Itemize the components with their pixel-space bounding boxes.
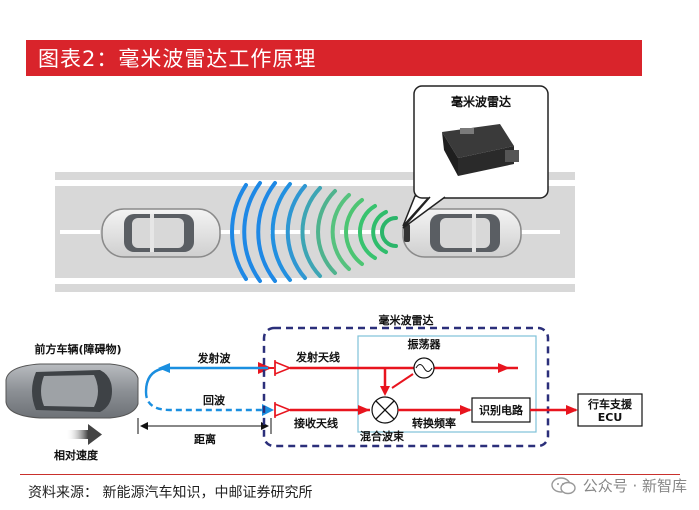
page-title: 图表2：毫米波雷达工作原理 <box>38 47 317 71</box>
transmit-wave-label: 发射波 <box>197 351 232 365</box>
relative-speed-label: 相对速度 <box>54 448 99 462</box>
source-note: 资料来源： 新能源汽车知识，中邮证券研究所 <box>28 485 313 501</box>
radar-system-label: 毫米波雷达 <box>379 313 434 327</box>
lane-line-top <box>55 180 575 186</box>
wechat-icon <box>550 476 576 494</box>
road-scene: 毫米波雷达 <box>55 85 575 292</box>
transmit-wave-blue <box>144 366 268 393</box>
lane-line-bottom <box>55 278 575 284</box>
radar-system-box <box>262 326 550 448</box>
front-car-top-view <box>101 208 221 258</box>
tx-antenna-icon <box>274 360 293 376</box>
radar-car-top-view <box>402 208 522 258</box>
watermark-text: 公众号 · 新智库 <box>582 477 687 495</box>
echo-label: 回波 <box>203 393 226 407</box>
transmit-wave-blue-arrowhead <box>158 363 170 373</box>
mixer-label: 混合波束 <box>360 429 405 443</box>
echo-wave-line <box>144 391 262 412</box>
schematic: 前方车辆(障碍物) 相对速度 发射波 回波 距离 毫米波雷达 <box>5 313 643 462</box>
ecu-label-line1: 行车支援 <box>587 397 633 411</box>
tx-antenna-label: 发射天线 <box>295 350 340 364</box>
radar-inner-box <box>357 335 537 433</box>
rx-antenna-icon <box>274 402 293 418</box>
rx-antenna-label: 接收天线 <box>294 416 338 430</box>
obstacle-label: 前方车辆(障碍物) <box>34 342 121 356</box>
recognition-label: 识别电路 <box>479 403 524 417</box>
oscillator-label: 振荡器 <box>408 337 442 351</box>
radar-wave-arcs <box>230 181 398 283</box>
diagram-canvas: 毫米波雷达 前方车辆(障碍物) 相对速度 <box>5 85 643 462</box>
conversion-label: 转换频率 <box>412 416 456 430</box>
ecu-label-line2: ECU <box>598 411 623 424</box>
title-bar: 图表2：毫米波雷达工作原理 <box>26 40 642 76</box>
radar-unit-icon <box>442 124 519 176</box>
obstacle-car-icon <box>5 363 139 419</box>
radar-callout: 毫米波雷达 <box>402 85 549 229</box>
relative-speed-arrow-head <box>88 424 102 445</box>
footer-divider <box>20 474 680 475</box>
radar-callout-label: 毫米波雷达 <box>451 94 511 109</box>
ecu-box <box>577 393 643 427</box>
recognition-circuit-box <box>471 397 531 423</box>
relative-speed-arrow-tail <box>66 430 88 439</box>
distance-label: 距离 <box>194 432 216 446</box>
transmit-wave-line <box>145 367 268 393</box>
watermark: 公众号 · 新智库 <box>550 475 687 496</box>
